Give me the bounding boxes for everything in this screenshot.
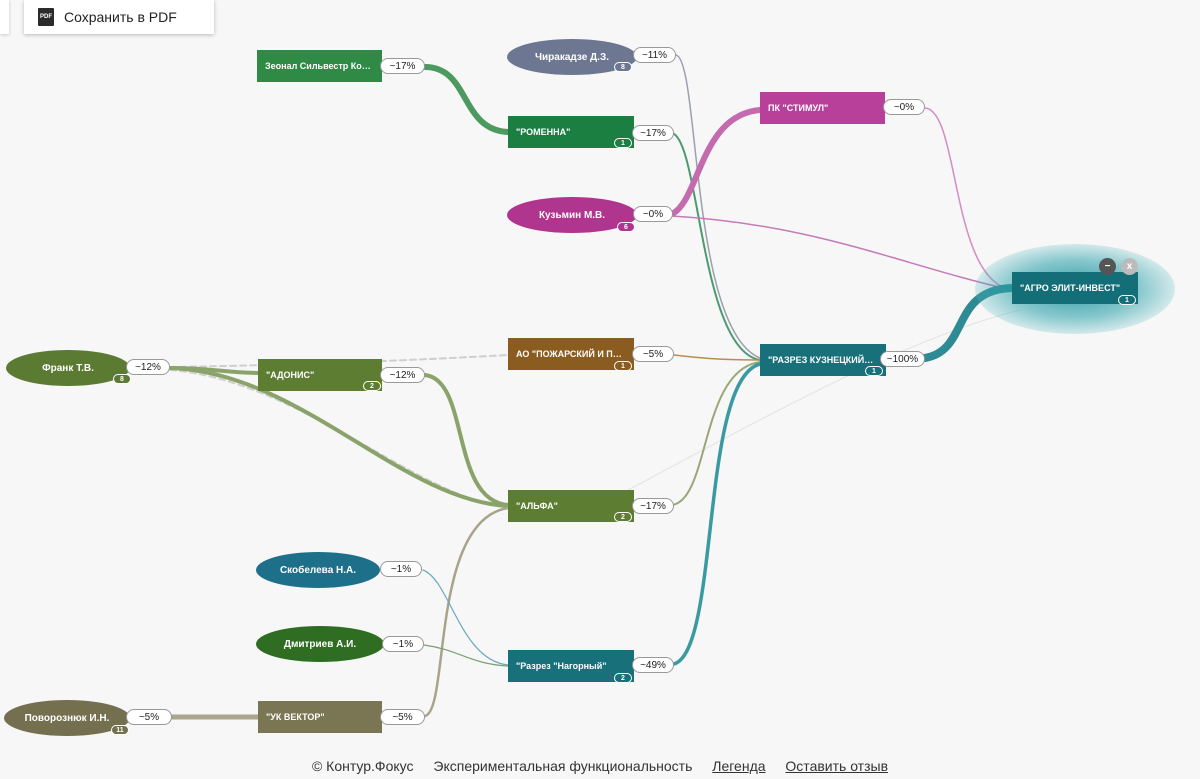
node-dmitriev[interactable]: Дмитриев А.И. bbox=[256, 626, 384, 662]
pdf-icon: PDF bbox=[38, 8, 54, 26]
link-dmitriev-nagorny bbox=[423, 644, 509, 667]
count-badge: 8 bbox=[113, 374, 131, 384]
link-adonis-alfa bbox=[423, 373, 510, 507]
link-romenna-razrez bbox=[671, 132, 761, 361]
pct-badge: ~5% bbox=[126, 709, 172, 725]
copyright-text: © Контур.Фокус bbox=[311, 758, 414, 774]
link-nagorny-razrez bbox=[672, 362, 762, 666]
node-label: "РОМЕННА" bbox=[516, 127, 571, 137]
experimental-text: Экспериментальная функциональность bbox=[433, 758, 693, 774]
link-uk-alfa bbox=[423, 506, 510, 718]
pct-badge: ~17% bbox=[632, 125, 674, 141]
link-zeonal-romenna bbox=[422, 64, 511, 135]
node-stimul[interactable]: ПК "СТИМУЛ" bbox=[760, 92, 885, 124]
count-badge: 8 bbox=[614, 62, 632, 72]
left-toolbar-edge bbox=[0, 0, 9, 34]
node-label: Франк Т.В. bbox=[42, 362, 94, 374]
node-povoroznyuk[interactable]: Поворознюк И.Н. bbox=[4, 700, 130, 736]
node-adonis[interactable]: "АДОНИС" bbox=[258, 359, 382, 391]
node-label: "АГРО ЭЛИТ-ИНВЕСТ" bbox=[1020, 283, 1121, 293]
node-frank[interactable]: Франк Т.В. bbox=[6, 350, 130, 386]
pct-badge: ~0% bbox=[633, 206, 673, 222]
node-label: Дмитриев А.И. bbox=[283, 638, 357, 650]
close-button[interactable]: x bbox=[1121, 258, 1138, 275]
node-label: "АДОНИС" bbox=[266, 370, 315, 380]
link-alfa-razrez bbox=[671, 361, 761, 506]
pct-badge: ~17% bbox=[380, 58, 425, 74]
node-label: "УК ВЕКТОР" bbox=[266, 712, 325, 722]
pct-badge: ~17% bbox=[632, 498, 674, 514]
pct-badge: ~12% bbox=[380, 367, 425, 383]
pct-badge: ~49% bbox=[632, 657, 674, 673]
count-badge: 6 bbox=[617, 222, 635, 232]
pct-badge: ~11% bbox=[633, 47, 676, 63]
count-badge: 11 bbox=[111, 725, 129, 735]
save-pdf-button[interactable]: PDF Сохранить в PDF bbox=[24, 0, 214, 34]
link-frank-alfa bbox=[168, 366, 510, 508]
link-chirakadze-razrez bbox=[675, 54, 761, 359]
pct-badge: ~1% bbox=[382, 636, 424, 652]
link-kuzmin-agro bbox=[671, 215, 1013, 291]
count-badge: 2 bbox=[363, 381, 381, 391]
count-badge: 2 bbox=[614, 512, 632, 522]
link-alfa-agro-faint bbox=[599, 309, 1021, 506]
save-pdf-label: Сохранить в PDF bbox=[64, 9, 177, 25]
pct-badge: ~5% bbox=[380, 709, 425, 725]
node-label: ПК "СТИМУЛ" bbox=[768, 103, 829, 113]
pct-badge: ~1% bbox=[380, 561, 422, 577]
node-label: "РАЗРЕЗ КУЗНЕЦКИЙ… bbox=[768, 355, 874, 365]
count-badge: 1 bbox=[614, 138, 632, 148]
link-kuzmin-stimul bbox=[669, 107, 763, 217]
legend-link[interactable]: Легенда bbox=[712, 758, 766, 774]
feedback-link[interactable]: Оставить отзыв bbox=[785, 758, 889, 774]
node-pozharsky[interactable]: АО "ПОЖАРСКИЙ И П… bbox=[508, 338, 634, 370]
pct-badge: ~0% bbox=[883, 99, 925, 115]
count-badge: 1 bbox=[614, 361, 632, 371]
node-label: Чиракадзе Д.З. bbox=[534, 51, 609, 63]
node-alfa[interactable]: "АЛЬФА" bbox=[508, 490, 634, 522]
count-badge: 1 bbox=[865, 366, 883, 376]
node-label: "Разрез "Нагорный" bbox=[516, 661, 607, 671]
node-skobeleva[interactable]: Скобелева Н.А. bbox=[256, 552, 380, 588]
node-romenna[interactable]: "РОМЕННА" bbox=[508, 116, 634, 148]
node-uk-vektor[interactable]: "УК ВЕКТОР" bbox=[258, 701, 382, 733]
node-label: "АЛЬФА" bbox=[516, 501, 558, 511]
count-badge: 1 bbox=[1118, 295, 1136, 305]
collapse-button[interactable]: − bbox=[1099, 258, 1116, 275]
node-label: Кузьмин М.В. bbox=[538, 209, 606, 221]
node-label: Поворознюк И.Н. bbox=[24, 712, 110, 724]
node-razrez-nagorny[interactable]: "Разрез "Нагорный" bbox=[508, 650, 634, 682]
count-badge: 2 bbox=[614, 673, 632, 683]
node-kuzmin[interactable]: Кузьмин М.В. bbox=[507, 197, 637, 233]
pct-badge: ~12% bbox=[126, 359, 170, 375]
node-zeonal[interactable]: Зеонал Сильвестр Ко… bbox=[257, 50, 382, 82]
node-label: Скобелева Н.А. bbox=[279, 564, 357, 576]
link-pozharsky-razrez bbox=[673, 354, 761, 361]
link-skobeleva-nagorny bbox=[422, 569, 509, 666]
pct-badge: ~100% bbox=[880, 351, 925, 367]
pct-badge: ~5% bbox=[632, 346, 674, 362]
footer: © Контур.Фокус Экспериментальная функцио… bbox=[0, 758, 1200, 774]
node-label: АО "ПОЖАРСКИЙ И П… bbox=[516, 349, 622, 359]
node-label: Зеонал Сильвестр Ко… bbox=[265, 61, 371, 71]
node-agro-elit-invest[interactable]: "АГРО ЭЛИТ-ИНВЕСТ" bbox=[1012, 272, 1138, 304]
